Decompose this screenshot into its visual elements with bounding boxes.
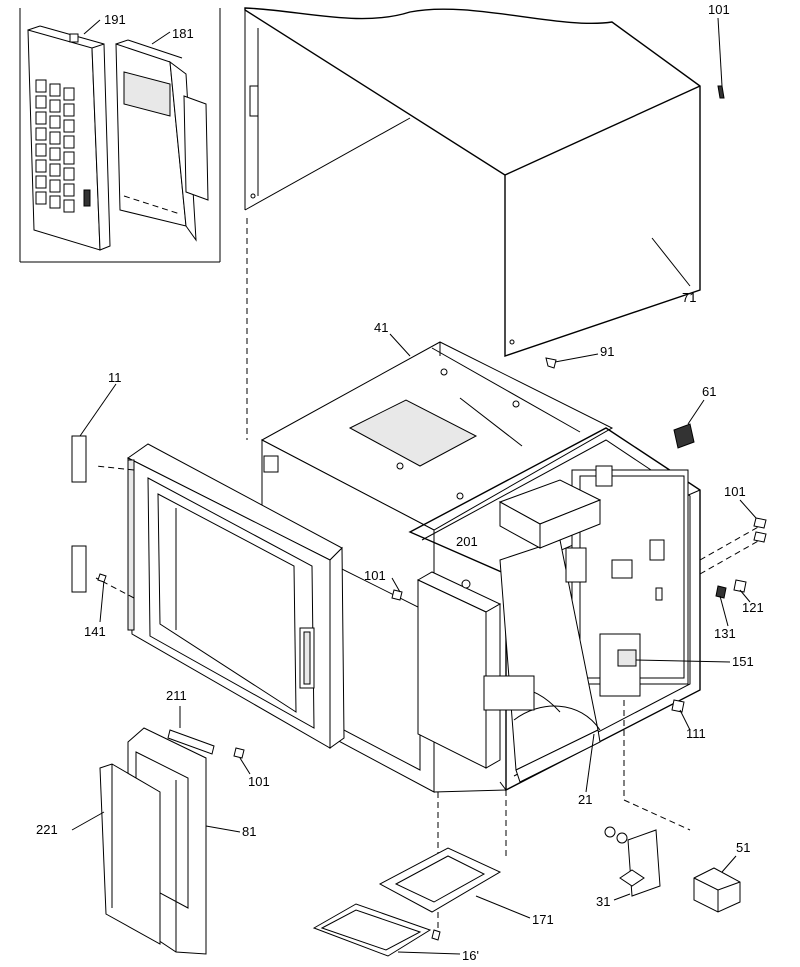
callout-101-right: 101 xyxy=(724,484,746,499)
bracket-31 xyxy=(627,829,661,897)
callout-221: 221 xyxy=(36,822,58,837)
callout-101-left: 101 xyxy=(364,568,386,583)
keypad-buttons xyxy=(35,79,75,213)
bracket-211 xyxy=(167,729,215,755)
callout-151: 151 xyxy=(732,654,754,669)
callout-labels: 191 181 101 71 41 91 11 61 101 201 101 1… xyxy=(36,2,764,963)
callout-81: 81 xyxy=(242,824,256,839)
relay-51 xyxy=(693,855,741,913)
callout-111: 111 xyxy=(686,726,706,741)
callout-101-top: 101 xyxy=(708,2,730,17)
door-assembly xyxy=(95,443,345,749)
callout-61: 61 xyxy=(702,384,716,399)
callout-181: 181 xyxy=(172,26,194,41)
door-glass-221 xyxy=(71,763,161,945)
latch-11 xyxy=(71,435,87,483)
callout-131: 131 xyxy=(714,626,736,641)
filter-161 xyxy=(312,903,461,957)
outer-cabinet-71 xyxy=(244,7,701,357)
control-panel-181 xyxy=(115,39,209,242)
callout-101-door: 101 xyxy=(248,774,270,789)
callout-41: 41 xyxy=(374,320,388,335)
callout-161: 16' xyxy=(462,948,479,963)
callout-201: 201 xyxy=(456,534,478,549)
keypad-assembly-191 xyxy=(27,25,111,251)
control-panel-inset xyxy=(19,8,221,263)
part-61 xyxy=(673,423,695,449)
callout-121: 121 xyxy=(742,600,764,615)
callout-191: 191 xyxy=(104,12,126,27)
callout-31: 31 xyxy=(596,894,610,909)
callout-11: 11 xyxy=(108,370,122,385)
callout-91: 91 xyxy=(600,344,614,359)
callout-71: 71 xyxy=(682,290,696,305)
tray-171 xyxy=(378,847,531,919)
callout-171: 171 xyxy=(532,912,554,927)
callout-211: 211 xyxy=(166,688,187,703)
callout-21: 21 xyxy=(578,792,592,807)
latch-141 xyxy=(71,545,87,593)
callout-141: 141 xyxy=(84,624,106,639)
callout-51: 51 xyxy=(736,840,750,855)
